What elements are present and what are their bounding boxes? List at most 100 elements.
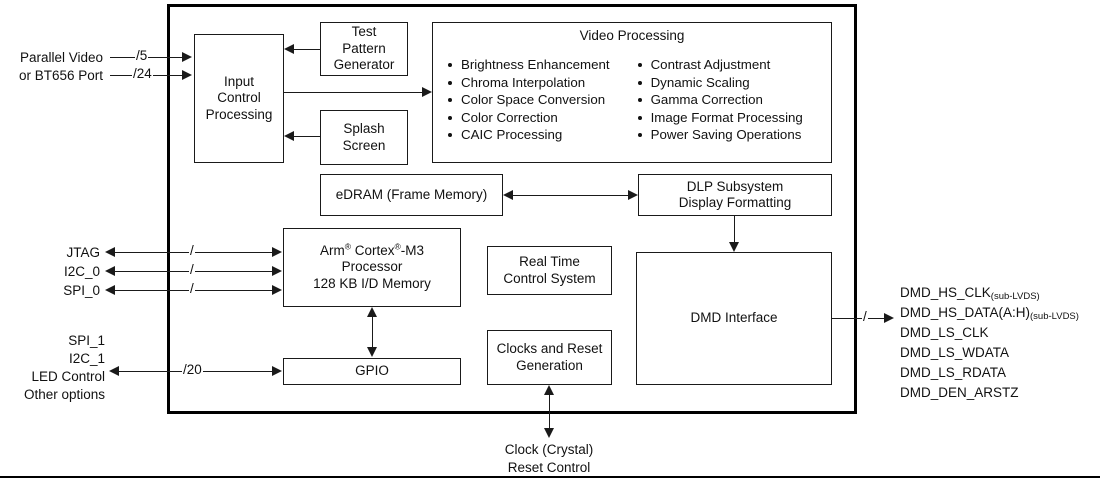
arm-processor-line-2: Processor <box>341 259 403 275</box>
port-label-clock-crystal: Clock (Crystal) <box>504 442 594 457</box>
splash-line-1: Splash <box>343 121 385 137</box>
port-label-led-control: LED Control <box>31 369 105 384</box>
block-dmd-interface[interactable]: DMD Interface <box>636 252 832 385</box>
arrowhead-arm-gpio-up <box>367 307 377 317</box>
block-real-time-control-system[interactable]: Real Time Control System <box>487 246 612 295</box>
registered-icon: ® <box>394 241 401 252</box>
wire-dmd-out <box>832 318 886 319</box>
test-pattern-line-2: Pattern <box>342 40 386 56</box>
input-control-line-2: Control <box>217 90 261 106</box>
port-label-spi1: SPI_1 <box>68 333 105 348</box>
page-bottom-rule <box>0 476 1100 478</box>
block-video-processing[interactable] <box>432 22 832 163</box>
port-label-bt656: or BT656 Port <box>18 68 103 83</box>
port-label-spi0: SPI_0 <box>63 283 100 298</box>
arrowhead-i2c0-right <box>272 266 282 276</box>
dlp-subsystem-line-1: DLP Subsystem <box>686 178 784 194</box>
wire-edram-dlp <box>512 195 630 196</box>
arrowhead-clock-reset-up <box>544 385 554 395</box>
wire-arm-gpio <box>372 316 373 349</box>
gpio-label: GPIO <box>355 363 389 379</box>
block-dlp-subsystem[interactable]: DLP Subsystem Display Formatting <box>638 174 832 216</box>
dlp-subsystem-line-2: Display Formatting <box>678 195 792 210</box>
cortex-brand: Cortex <box>350 242 395 258</box>
arrowhead-spi0-right <box>272 285 282 295</box>
edram-label: eDRAM (Frame Memory) <box>335 186 488 202</box>
list-item: Gamma Correction <box>636 91 803 109</box>
arrowhead-clock-reset-down <box>544 428 554 438</box>
arrowhead-jtag-left <box>105 247 115 257</box>
arrowhead-gpio-right <box>272 366 282 376</box>
real-time-line-2: Control System <box>503 270 596 286</box>
bus-width-gpio: /20 <box>182 362 203 377</box>
video-processing-column-left: Brightness Enhancement Chroma Interpolat… <box>446 56 610 144</box>
wire-clock-reset-external <box>549 394 550 430</box>
bus-width-bt656: /24 <box>132 66 153 81</box>
test-pattern-line-1: Test <box>351 24 377 40</box>
port-label-parallel-video: Parallel Video <box>19 50 103 65</box>
signal-label-dmd-ls-wdata: DMD_LS_WDATA <box>900 345 1010 360</box>
list-item: Dynamic Scaling <box>636 74 803 92</box>
arrowhead-spi0-left <box>105 285 115 295</box>
block-gpio[interactable]: GPIO <box>283 358 461 385</box>
wire-input-to-video-processing <box>284 92 424 93</box>
block-arm-cortex-m3-processor[interactable]: Arm® Cortex®-M3 Processor 128 KB I/D Mem… <box>283 228 461 307</box>
port-label-i2c0: I2C_0 <box>63 264 100 279</box>
registered-icon: ® <box>344 241 351 252</box>
block-edram-frame-memory[interactable]: eDRAM (Frame Memory) <box>320 174 503 216</box>
arm-processor-title: Arm® Cortex®-M3 <box>313 241 431 259</box>
arm-core-suffix: -M3 <box>400 242 425 258</box>
video-processing-feature-columns: Brightness Enhancement Chroma Interpolat… <box>446 56 836 144</box>
port-label-other-options: Other options <box>23 387 105 402</box>
list-item: Color Space Conversion <box>446 91 610 109</box>
signal-base: DMD_HS_DATA(A:H) <box>900 305 1031 320</box>
bus-width-jtag: / <box>189 243 195 258</box>
wire-splash-to-input <box>293 136 320 137</box>
arrowhead-input-to-video-processing <box>422 87 432 97</box>
list-item: Brightness Enhancement <box>446 56 610 74</box>
signal-label-dmd-den-arstz: DMD_DEN_ARSTZ <box>900 385 1019 400</box>
signal-subscript: (sub-LVDS) <box>990 291 1040 302</box>
clocks-reset-line-1: Clocks and Reset <box>496 341 603 357</box>
arrowhead-parallel-video <box>182 52 192 62</box>
bus-width-i2c0: / <box>189 262 195 277</box>
arrowhead-edram-dlp-left <box>503 190 513 200</box>
arrowhead-gpio-left <box>109 366 119 376</box>
dmd-interface-label: DMD Interface <box>690 310 778 326</box>
test-pattern-line-3: Generator <box>333 57 395 73</box>
wire-dlp-to-dmd <box>734 216 735 244</box>
arrowhead-jtag-right <box>272 247 282 257</box>
signal-base: DMD_HS_CLK <box>900 285 991 300</box>
signal-label-dmd-ls-rdata: DMD_LS_RDATA <box>900 365 1007 380</box>
signal-label-dmd-hs-data: DMD_HS_DATA(A:H)(sub-LVDS) <box>900 305 1079 322</box>
signal-label-dmd-ls-clk: DMD_LS_CLK <box>900 325 989 340</box>
block-test-pattern-generator[interactable]: Test Pattern Generator <box>320 22 408 76</box>
signal-label-dmd-hs-clk: DMD_HS_CLK(sub-LVDS) <box>900 285 1040 302</box>
splash-line-2: Screen <box>342 137 386 153</box>
list-item: Color Correction <box>446 109 610 127</box>
input-control-line-3: Processing <box>205 106 273 122</box>
arrowhead-bt656 <box>182 70 192 80</box>
block-clocks-and-reset-generation[interactable]: Clocks and Reset Generation <box>487 330 612 385</box>
block-input-control-processing[interactable]: Input Control Processing <box>194 34 284 163</box>
clocks-reset-line-2: Generation <box>516 357 583 373</box>
list-item: CAIC Processing <box>446 126 610 144</box>
block-splash-screen[interactable]: Splash Screen <box>320 110 408 165</box>
list-item: Chroma Interpolation <box>446 74 610 92</box>
arm-processor-line-3: 128 KB I/D Memory <box>313 275 431 291</box>
real-time-line-1: Real Time <box>519 254 580 270</box>
arrowhead-i2c0-left <box>105 266 115 276</box>
bus-width-spi0: / <box>189 281 195 296</box>
video-processing-column-right: Contrast Adjustment Dynamic Scaling Gamm… <box>636 56 803 144</box>
bus-width-dmd: / <box>862 309 868 324</box>
wire-tpg-to-input <box>293 49 320 50</box>
port-label-jtag: JTAG <box>66 245 101 260</box>
list-item: Power Saving Operations <box>636 126 803 144</box>
arrowhead-tpg-to-input <box>284 44 294 54</box>
input-control-line-1: Input <box>223 73 254 89</box>
list-item: Image Format Processing <box>636 109 803 127</box>
arrowhead-splash-to-input <box>284 131 294 141</box>
list-item: Contrast Adjustment <box>636 56 803 74</box>
bus-width-parallel-video: /5 <box>135 48 149 63</box>
